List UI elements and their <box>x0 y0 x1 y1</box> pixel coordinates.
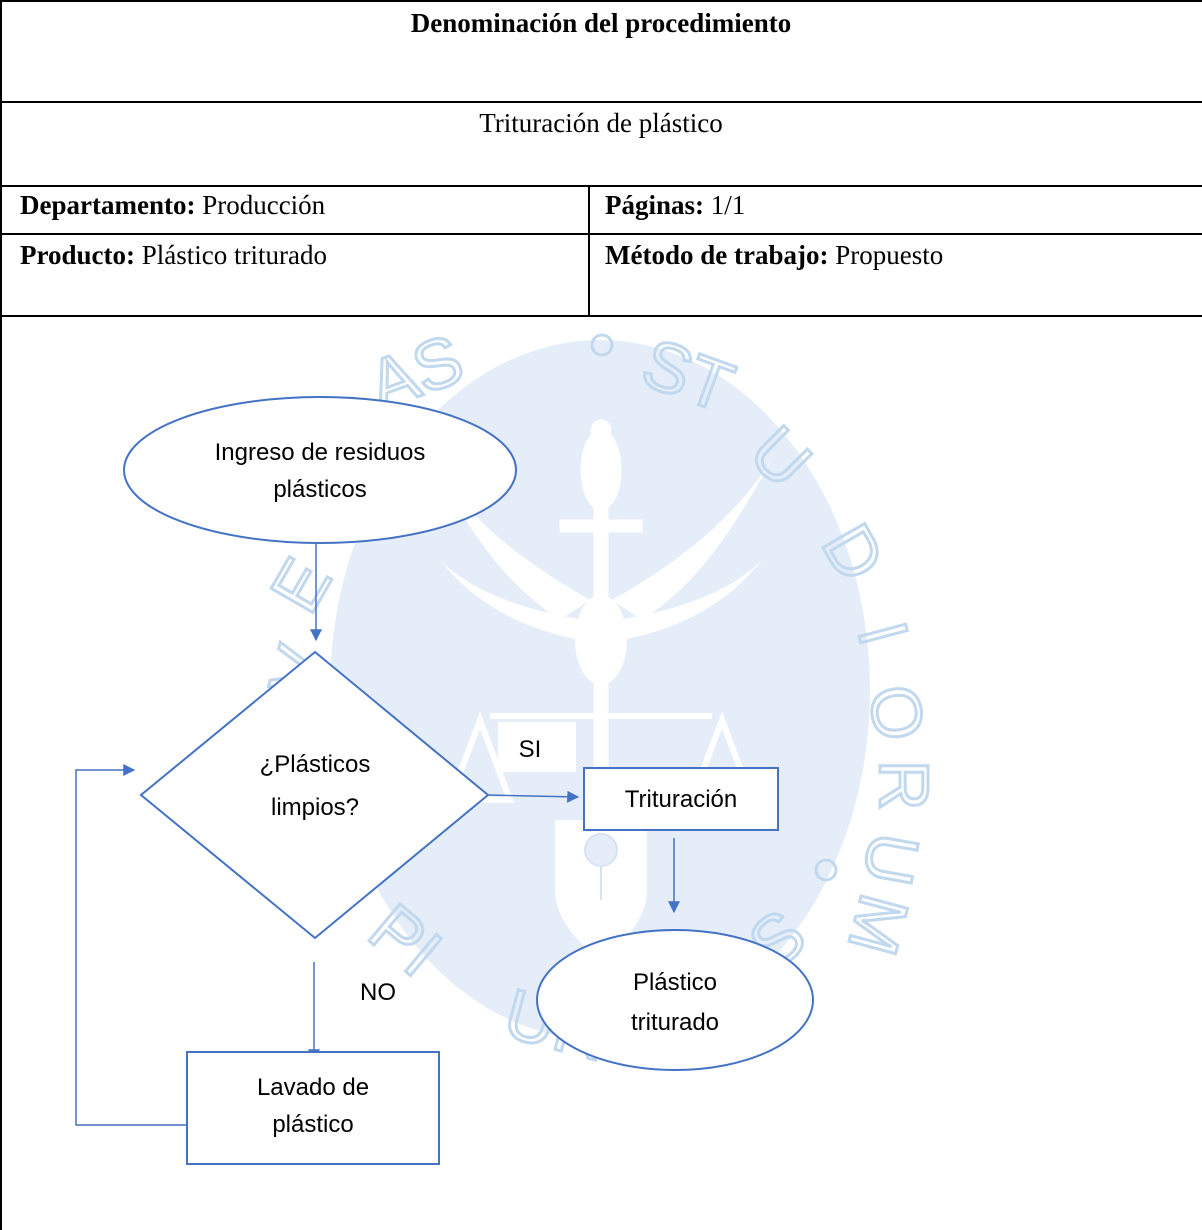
table-border-left <box>0 0 2 1230</box>
start-label-line1: Ingreso de residuos <box>215 439 426 466</box>
product-field: Producto: Plástico triturado <box>20 240 327 271</box>
department-value: Producción <box>202 190 326 220</box>
crushing-label: Trituración <box>625 786 737 813</box>
row-divider <box>0 185 1202 187</box>
row-divider <box>0 315 1202 317</box>
column-divider <box>588 185 590 317</box>
start-node <box>123 396 517 544</box>
pages-label: Páginas: <box>605 190 705 220</box>
no-label: NO <box>360 979 396 1006</box>
row-divider <box>0 233 1202 235</box>
method-value: Propuesto <box>835 240 944 270</box>
decision-label-line1: ¿Plásticos <box>260 751 371 778</box>
washing-label-line1: Lavado de <box>257 1074 369 1101</box>
department-label: Departamento: <box>20 190 196 220</box>
yes-label: SI <box>519 736 542 763</box>
method-field: Método de trabajo: Propuesto <box>605 240 943 271</box>
end-label-line2: triturado <box>631 1009 719 1036</box>
yes-label-box <box>498 722 576 772</box>
department-field: Departamento: Producción <box>20 190 325 221</box>
decision-node <box>139 650 490 940</box>
row-divider <box>0 101 1202 103</box>
end-label-line1: Plástico <box>633 969 717 996</box>
decision-label-line2: limpios? <box>271 794 359 821</box>
hand-icon <box>575 595 627 685</box>
washing-process-node <box>186 1051 440 1165</box>
table-border-top <box>0 0 1202 2</box>
seal-dot <box>590 333 614 357</box>
pages-value: 1/1 <box>710 190 746 220</box>
seal-dot <box>814 858 838 882</box>
start-label-line2: plásticos <box>273 476 366 503</box>
arrow-yes <box>487 790 580 803</box>
pages-field: Páginas: 1/1 <box>605 190 745 221</box>
rose-icon <box>584 833 618 900</box>
end-node <box>536 929 814 1071</box>
method-label: Método de trabajo: <box>605 240 829 270</box>
procedure-name: Trituración de plástico <box>479 108 723 138</box>
arrow-loop-back <box>75 764 187 1126</box>
procedure-title: Denominación del procedimiento <box>410 8 792 38</box>
product-label: Producto: <box>20 240 135 270</box>
wings-icon <box>430 460 772 640</box>
crushing-process-node <box>583 767 779 831</box>
svg-text:R: R <box>865 760 943 811</box>
washing-label-line2: plástico <box>272 1111 353 1138</box>
product-value: Plástico triturado <box>141 240 327 270</box>
